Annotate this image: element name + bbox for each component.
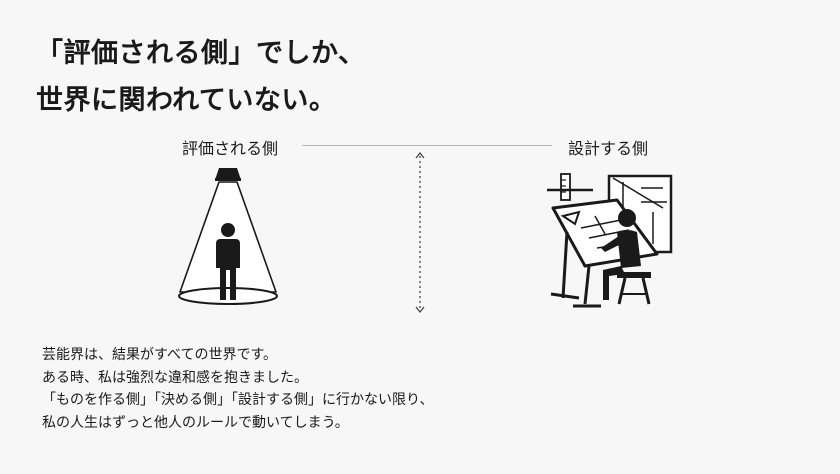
left-label: 評価される側 [182, 139, 279, 158]
body-text: 芸能界は、結果がすべての世界です。 ある時、私は強烈な違和感を抱きました。 「も… [42, 344, 433, 434]
headline-line-1: 「評価される側」でしか、 [36, 38, 366, 69]
body-line-2: ある時、私は強烈な違和感を抱きました。 [42, 369, 308, 386]
horizontal-divider [302, 145, 552, 146]
drafting-table-designer-icon [547, 173, 673, 308]
spotlight-person-icon [178, 168, 278, 305]
body-line-4: 私の人生はずっと他人のルールで動いてしまう。 [42, 414, 349, 431]
body-line-3: 「ものを作る側」「決める側」「設計する側」に行かない限り、 [42, 392, 434, 408]
double-arrow-vertical-icon [415, 151, 425, 314]
right-label: 設計する側 [568, 139, 649, 158]
headline-line-2: 世界に関われていない。 [36, 85, 337, 116]
body-line-1: 芸能界は、結果がすべての世界です。 [42, 347, 278, 363]
headline: 「評価される側」でしか、 世界に関われていない。 [36, 30, 365, 124]
